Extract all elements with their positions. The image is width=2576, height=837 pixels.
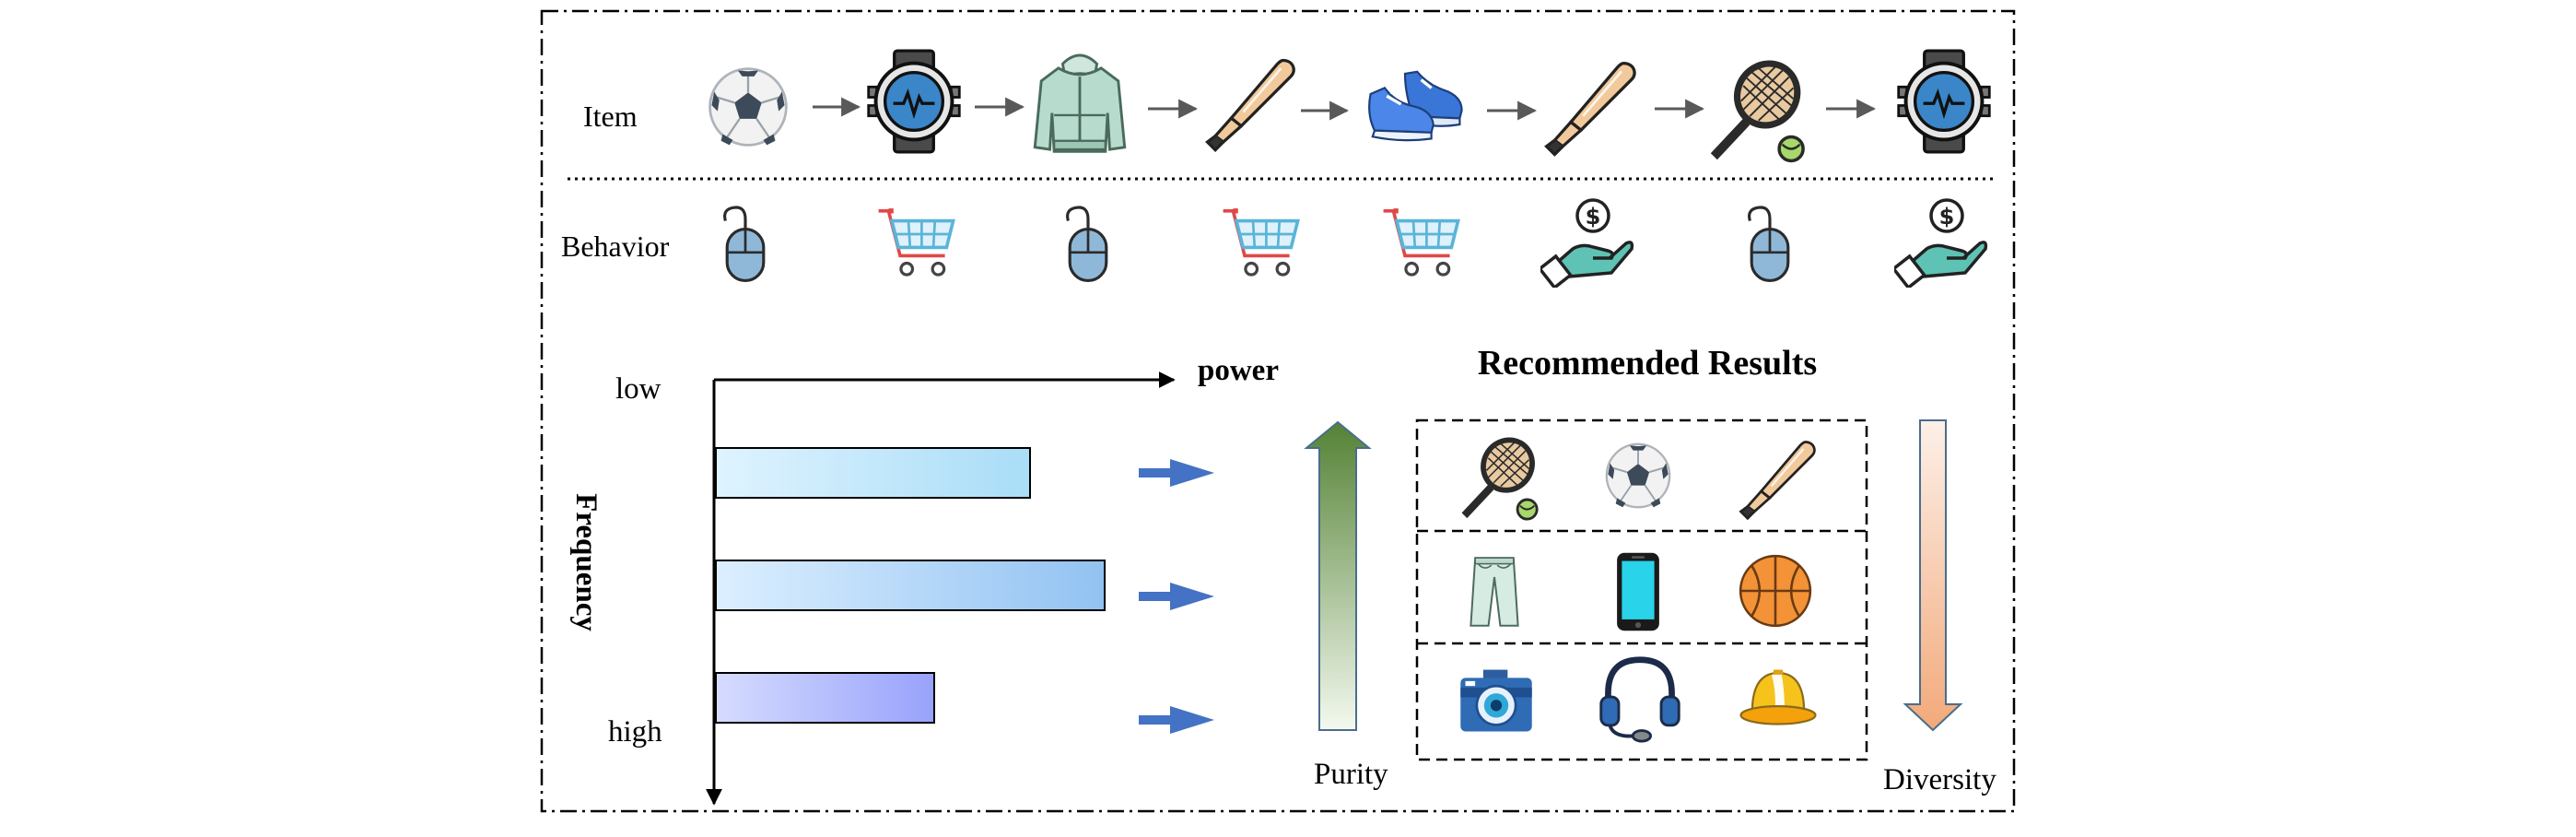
soccer-ball-icon xyxy=(708,67,788,147)
blue-arrow xyxy=(1139,459,1214,487)
blue-arrow xyxy=(1139,583,1214,610)
outer-frame xyxy=(540,9,2016,813)
y-axis-label: Frequency xyxy=(569,493,603,631)
behavior-row-label: Behavior xyxy=(561,230,670,263)
item-row-label: Item xyxy=(583,100,638,133)
tennis-racket-icon xyxy=(1708,55,1811,163)
x-axis-label: power xyxy=(1198,354,1279,387)
soccer-ball-icon xyxy=(1605,442,1671,509)
bar-mid-frequency xyxy=(715,560,1106,611)
baseball-bat-icon xyxy=(1544,61,1636,157)
smartphone-icon xyxy=(1617,552,1659,631)
results-grid xyxy=(1415,418,1868,761)
results-box xyxy=(1415,418,1868,761)
y-axis-low-label: low xyxy=(615,372,662,406)
headset-icon xyxy=(1601,660,1679,741)
baseball-bat-icon xyxy=(1739,441,1816,520)
smartwatch-icon xyxy=(1899,51,1990,152)
basketball-icon xyxy=(1739,554,1812,628)
mouse-click-icon xyxy=(1066,206,1108,282)
diversity-label: Diversity xyxy=(1883,763,1996,796)
camera-icon xyxy=(1458,668,1534,733)
purchase-hand-icon xyxy=(1894,198,1988,288)
baseball-bat-icon xyxy=(1205,58,1295,152)
result-arrows xyxy=(1139,459,1214,734)
mouse-click-icon xyxy=(1748,206,1790,282)
behavior-sequence xyxy=(723,198,1988,288)
item-sequence xyxy=(708,47,1990,163)
blue-arrow xyxy=(1139,706,1214,734)
shopping-cart-icon xyxy=(879,211,954,275)
item-arrows xyxy=(813,97,1877,121)
smartwatch-icon xyxy=(869,51,960,152)
bar-high-frequency xyxy=(715,672,935,724)
purity-label: Purity xyxy=(1314,758,1388,791)
results-title: Recommended Results xyxy=(1478,344,1817,383)
shopping-cart-icon xyxy=(1384,211,1458,275)
frequency-power-chart: power low high Frequency xyxy=(569,354,1279,806)
pants-icon xyxy=(1469,557,1519,627)
purchase-hand-icon xyxy=(1540,198,1634,288)
purity-arrow xyxy=(1304,420,1372,731)
y-axis-high-label: high xyxy=(608,715,662,749)
hard-hat-icon xyxy=(1739,668,1817,725)
jacket-icon xyxy=(1033,53,1127,153)
tennis-racket-icon xyxy=(1460,433,1544,521)
bar-low-frequency xyxy=(715,447,1031,499)
diversity-arrow xyxy=(1903,419,1963,732)
shopping-cart-icon xyxy=(1224,211,1298,275)
sneakers-icon xyxy=(1369,72,1461,140)
mouse-click-icon xyxy=(723,206,766,282)
